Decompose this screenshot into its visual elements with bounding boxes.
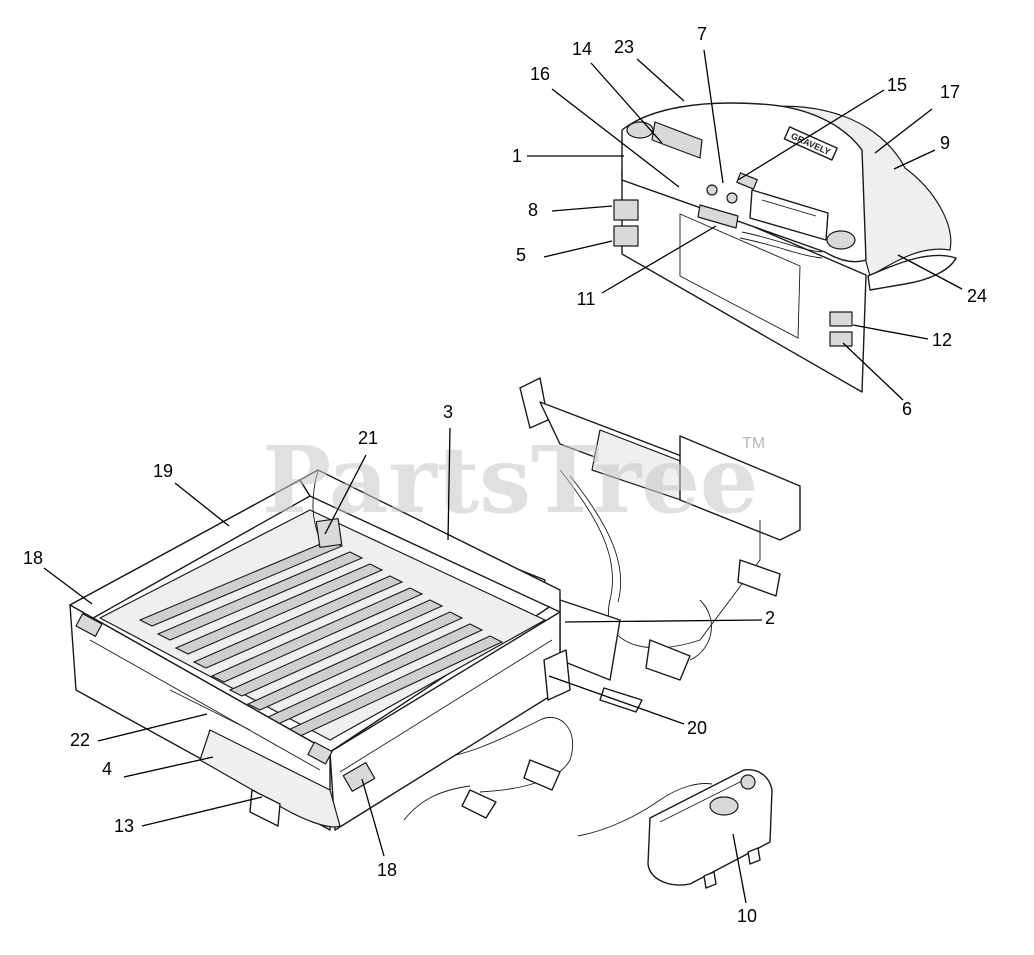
callout-c1: 1: [512, 146, 624, 166]
callout-leader-line: [874, 108, 933, 154]
callout-leader-line: [897, 254, 963, 290]
callout-number: 4: [102, 759, 112, 779]
callout-c9: 9: [893, 133, 950, 170]
watermark-text: PartsTree: [262, 426, 758, 534]
callout-c22: 22: [70, 713, 208, 750]
callout-number: 11: [577, 289, 596, 309]
callout-leader-line: [123, 756, 214, 778]
callout-number: 22: [70, 730, 90, 750]
callout-leader-line: [324, 454, 367, 535]
callout-number: 8: [528, 200, 538, 220]
bed-slats: [138, 539, 504, 739]
callout-c14: 14: [572, 39, 663, 144]
dash-hood-assembly: GRAVELY: [613, 102, 957, 393]
callout-number: 3: [443, 402, 453, 422]
callout-leader-line: [852, 324, 929, 340]
callout-number: 1: [512, 146, 522, 166]
callout-number: 19: [153, 461, 173, 481]
callout-leader-line: [543, 240, 613, 258]
callout-number: 7: [697, 24, 707, 44]
callout-number: 12: [932, 330, 952, 350]
callout-c17: 17: [874, 82, 960, 154]
callout-c4: 4: [102, 756, 214, 779]
callout-leader-line: [636, 58, 685, 102]
callout-number: 18: [23, 548, 43, 568]
callout-number: 5: [516, 245, 526, 265]
callout-number: 17: [940, 82, 960, 102]
callout-number: 24: [967, 286, 987, 306]
callout-c8: 8: [528, 200, 613, 220]
callout-c5: 5: [516, 240, 613, 265]
callout-number: 14: [572, 39, 592, 59]
callout-c11: 11: [577, 225, 717, 309]
callout-leader-line: [590, 62, 663, 144]
callout-leader-line: [732, 833, 747, 904]
cargo-box: [69, 469, 571, 831]
callout-c3: 3: [443, 402, 453, 541]
callout-number: 15: [887, 75, 907, 95]
callout-c2: 2: [564, 608, 775, 628]
callout-number: 18: [377, 860, 397, 880]
callout-c21: 21: [324, 428, 378, 535]
callout-leader-line: [97, 713, 208, 742]
watermark: PartsTree TM: [262, 426, 765, 534]
callout-c6: 6: [842, 342, 912, 419]
fuel-tank: [577, 769, 773, 889]
callout-c19: 19: [153, 461, 230, 527]
callout-number: 21: [358, 428, 378, 448]
callout-leader-line: [548, 675, 685, 725]
callout-number: 6: [902, 399, 912, 419]
callout-leader-line: [703, 49, 724, 184]
callout-leader-line: [447, 427, 451, 541]
callout-leader-line: [361, 778, 385, 857]
callout-c24: 24: [897, 254, 987, 306]
callout-leader-line: [43, 567, 93, 605]
callout-number: 16: [530, 64, 550, 84]
watermark-trademark: TM: [742, 435, 765, 452]
callout-leader-line: [141, 796, 263, 827]
callout-leader-line: [893, 149, 936, 170]
callout-c15: 15: [737, 75, 907, 181]
callout-leader-line: [564, 619, 763, 623]
callout-leader-line: [551, 88, 680, 188]
callout-c12: 12: [852, 324, 952, 350]
callout-number: 23: [614, 37, 634, 57]
callout-c23: 23: [614, 37, 685, 102]
callout-c18b: 18: [361, 778, 397, 880]
callout-leader-line: [601, 225, 717, 294]
callout-c10: 10: [732, 833, 757, 926]
callouts: 1234567891011121314151617181819202122232…: [23, 24, 987, 926]
callout-number: 9: [940, 133, 950, 153]
callout-c20: 20: [548, 675, 707, 738]
callout-number: 10: [737, 906, 757, 926]
callout-c18a: 18: [23, 548, 93, 605]
callout-number: 13: [114, 816, 134, 836]
callout-c13: 13: [114, 796, 263, 836]
callout-c16: 16: [530, 64, 680, 188]
callout-leader-line: [737, 89, 885, 181]
callout-leader-line: [551, 205, 613, 212]
callout-number: 2: [765, 608, 775, 628]
callout-number: 20: [687, 718, 707, 738]
main-frame: [403, 377, 801, 821]
callout-leader-line: [174, 482, 230, 527]
callout-leader-line: [842, 342, 904, 401]
callout-c7: 7: [697, 24, 724, 184]
